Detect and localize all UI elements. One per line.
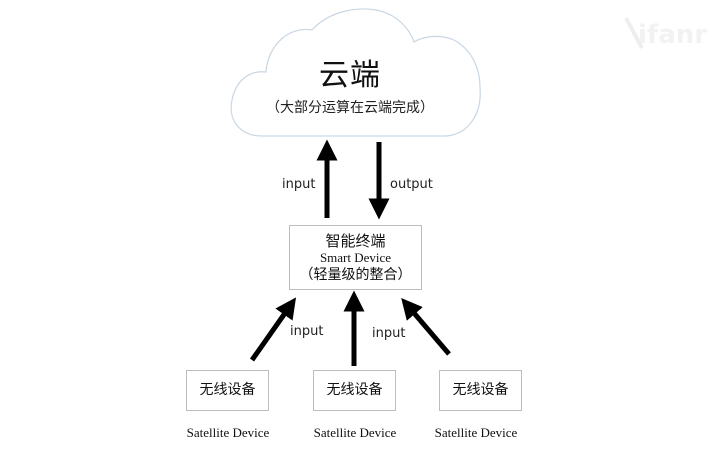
satellite-label-cn: 无线设备: [452, 382, 509, 398]
satellite-label-cn: 无线设备: [199, 382, 256, 398]
satellite-label-en-1: Satellite Device: [186, 425, 270, 440]
watermark-slash-icon: [624, 17, 644, 49]
smart-device-title-en: Smart Device: [319, 250, 392, 265]
ifanr-watermark: ifanr: [622, 14, 712, 54]
smart-device-title-cn: 智能终端: [325, 232, 386, 250]
cloud-title: 云端: [319, 58, 381, 93]
cloud-subtitle: （大部分运算在云端完成）: [266, 100, 434, 116]
satellite-label-en-2: Satellite Device: [313, 425, 397, 440]
satellite-box-1: 无线设备: [186, 370, 269, 411]
satellite-label-cn: 无线设备: [326, 382, 383, 398]
satellite-box-2: 无线设备: [313, 370, 396, 411]
arrow-left-satellite-up: [249, 297, 297, 362]
cloud-shape: [230, 8, 481, 137]
arrow-right-satellite-up: [401, 298, 451, 356]
smart-device-subtitle: （轻量级的整合）: [299, 267, 412, 283]
output-label-top: output: [390, 177, 433, 192]
input-label-top: input: [282, 177, 316, 192]
watermark-text: ifanr: [638, 20, 708, 50]
smart-device-box: 智能终端 Smart Device （轻量级的整合）: [289, 225, 422, 290]
input-label-right: input: [372, 326, 406, 341]
satellite-label-en-3: Satellite Device: [434, 425, 518, 440]
satellite-box-3: 无线设备: [439, 370, 522, 411]
input-label-left: input: [290, 324, 324, 339]
